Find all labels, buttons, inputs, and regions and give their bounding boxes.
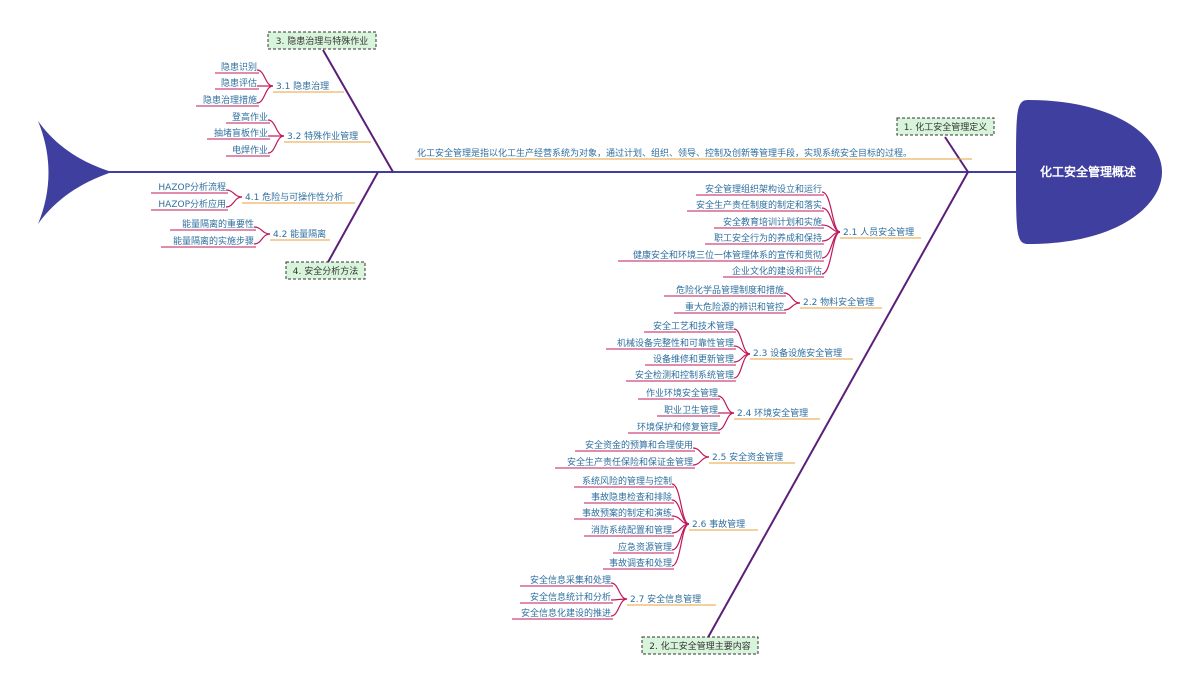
sub-2-2-label: 2.2 物料安全管理 [803,296,874,308]
tag-definition-label: 1. 化工安全管理定义 [904,121,987,133]
sub-3-2-label: 3.2 特殊作业管理 [287,130,358,142]
tag-definition[interactable]: 1. 化工安全管理定义 [896,117,995,136]
sub-2-7-label: 2.7 安全信息管理 [630,593,701,605]
leaf-2-3-2: 机械设备完整性和可靠性管理 [617,337,734,349]
leaf-4-1-1: HAZOP分析流程 [158,181,226,193]
leaf-4-2-1: 能量隔离的重要性 [182,218,254,230]
leaf-2-4-2: 职业卫生管理 [664,404,718,416]
leaf-2-1-6: 企业文化的建设和评估 [732,265,822,277]
tag-hazard-label: 3. 隐患治理与特殊作业 [276,35,368,47]
tag-main-content[interactable]: 2. 化工安全管理主要内容 [641,636,759,655]
leaf-3-1-1: 隐患识别 [221,61,257,73]
leaf-2-7-2: 安全信息统计和分析 [530,591,611,603]
sub-4-1[interactable]: 4.1 危险与可操作性分析 HAZOP分析流程 HAZOP分析应用 [151,181,355,211]
leaf-2-1-1: 安全管理组织架构设立和运行 [705,183,822,195]
sub-4-1-label: 4.1 危险与可操作性分析 [245,191,343,203]
leaf-2-6-4: 消防系统配置和管理 [591,524,672,536]
leaf-2-7-3: 安全信息化建设的推进 [521,607,611,619]
sub-2-1[interactable]: 2.1 人员安全管理 安全管理组织架构设立和运行 安全生产责任制度的制定和落实 … [618,183,921,278]
definition-text-group: 化工安全管理是指以化工生产经营系统为对象，通过计划、组织、领导、控制及创新等管理… [415,147,972,160]
sub-2-6-label: 2.6 事故管理 [692,518,745,530]
leaf-2-6-5: 应急资源管理 [618,541,672,553]
leaf-2-3-3: 设备维修和更新管理 [653,353,734,365]
leaf-2-2-1: 危险化学品管理制度和措施 [676,284,784,296]
leaf-2-1-2: 安全生产责任制度的制定和落实 [696,199,822,211]
leaf-2-3-1: 安全工艺和技术管理 [653,320,734,332]
leaf-2-2-2: 重大危险源的辨识和管控 [685,301,784,313]
tag-analysis-label: 4. 安全分析方法 [293,265,358,277]
tag-hazard[interactable]: 3. 隐患治理与特殊作业 [267,31,377,50]
sub-2-1-label: 2.1 人员安全管理 [843,226,914,238]
sub-3-1-label: 3.1 隐患治理 [276,80,329,92]
tag-main-content-label: 2. 化工安全管理主要内容 [649,640,750,652]
leaf-2-6-3: 事故预案的制定和演练 [582,507,672,519]
sub-2-4[interactable]: 2.4 环境安全管理 作业环境安全管理 职业卫生管理 环境保护和修复管理 [628,387,820,434]
sub-4-2[interactable]: 4.2 能量隔离 能量隔离的重要性 能量隔离的实施步骤 [161,218,330,248]
leaf-3-2-1: 登高作业 [232,111,268,123]
sub-4-2-label: 4.2 能量隔离 [273,228,326,240]
leaf-2-6-2: 事故隐患检查和排除 [591,491,672,503]
fish-tail [38,121,112,224]
sub-2-7[interactable]: 2.7 安全信息管理 安全信息采集和处理 安全信息统计和分析 安全信息化建设的推… [512,574,716,620]
sub-2-5[interactable]: 2.5 安全资金管理 安全资金的预算和合理使用 安全生产责任保险和保证金管理 [555,439,795,469]
sub-2-6[interactable]: 2.6 事故管理 系统风险的管理与控制 事故隐患检查和排除 事故预案的制定和演练… [574,475,758,570]
sub-2-4-label: 2.4 环境安全管理 [737,407,808,419]
bone-hazard [322,49,394,173]
fish-head[interactable] [1016,100,1162,244]
leaf-2-6-1: 系统风险的管理与控制 [582,475,672,487]
sub-2-5-label: 2.5 安全资金管理 [712,451,783,463]
leaf-2-4-1: 作业环境安全管理 [646,387,718,399]
leaf-2-1-3: 安全教育培训计划和实施 [723,216,822,228]
leaf-2-1-4: 职工安全行为的养成和保持 [714,232,822,244]
sub-3-2[interactable]: 3.2 特殊作业管理 登高作业 抽堵盲板作业 电焊作业 [207,111,371,157]
leaf-3-2-2: 抽堵盲板作业 [214,127,268,139]
sub-2-3[interactable]: 2.3 设备设施安全管理 安全工艺和技术管理 机械设备完整性和可靠性管理 设备维… [606,320,853,382]
tag-analysis[interactable]: 4. 安全分析方法 [285,261,366,280]
sub-2-2[interactable]: 2.2 物料安全管理 危险化学品管理制度和措施 重大危险源的辨识和管控 [664,284,882,314]
bone-definition [944,136,969,173]
head-title: 化工安全管理概述 [1040,164,1136,179]
leaf-2-5-2: 安全生产责任保险和保证金管理 [567,456,693,468]
leaf-2-4-3: 环境保护和修复管理 [637,421,718,433]
bone-analysis [326,171,379,265]
sub-2-3-label: 2.3 设备设施安全管理 [753,347,842,359]
bone-main-content [705,171,969,642]
leaf-3-1-3: 隐患治理措施 [203,94,257,106]
definition-text: 化工安全管理是指以化工生产经营系统为对象，通过计划、组织、领导、控制及创新等管理… [417,147,912,159]
leaf-2-5-1: 安全资金的预算和合理使用 [585,439,693,451]
leaf-2-3-4: 安全检测和控制系统管理 [635,369,734,381]
leaf-2-6-6: 事故调查和处理 [609,557,672,569]
sub-3-1[interactable]: 3.1 隐患治理 隐患识别 隐患评估 隐患治理措施 [196,61,344,107]
leaf-4-1-2: HAZOP分析应用 [158,198,226,210]
leaf-4-2-2: 能量隔离的实施步骤 [173,235,254,247]
leaf-3-1-2: 隐患评估 [221,77,257,89]
leaf-2-1-5: 健康安全和环境三位一体管理体系的宣传和贯彻 [633,249,822,261]
leaf-2-7-1: 安全信息采集和处理 [530,574,611,586]
leaf-3-2-3: 电焊作业 [232,144,268,156]
